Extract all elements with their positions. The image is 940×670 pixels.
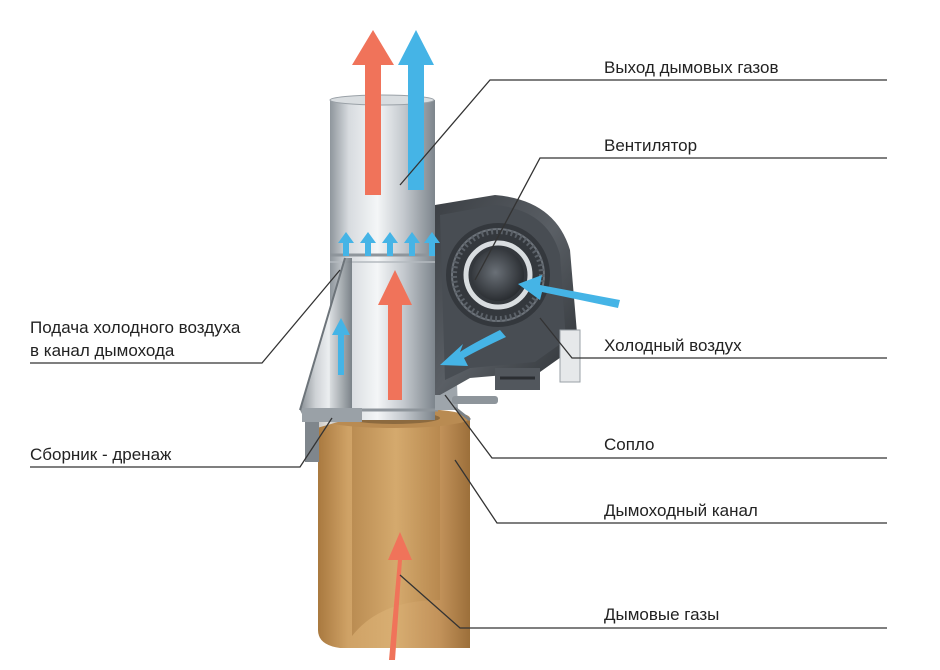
label-cold-air: Холодный воздух [604, 336, 742, 355]
leader-chimney-channel [454, 459, 887, 524]
label-flue-gases: Дымовые газы [604, 605, 720, 624]
label-cold-air-supply-line2: в канал дымохода [30, 341, 175, 360]
cold-air-arrow-inlet [518, 275, 620, 308]
leader-fan [474, 157, 887, 281]
flue-gas-arrow-bottom [388, 532, 412, 660]
label-chimney-channel: Дымоходный канал [604, 501, 758, 520]
label-fan: Вентилятор [604, 136, 698, 155]
cold-air-arrow-fan-out [440, 330, 506, 366]
fan-impeller [446, 223, 550, 327]
flue-gas-arrow-top [352, 30, 394, 195]
leader-drain-collector [30, 417, 333, 468]
cold-air-arrow-ring-3 [382, 232, 398, 256]
leader-lines [30, 79, 887, 629]
cold-air-arrow-ring-2 [360, 232, 376, 256]
leader-nozzle [444, 394, 887, 459]
label-nozzle: Сопло [604, 435, 655, 454]
hot-gas-arrows [352, 30, 412, 660]
label-cold-air-supply-line1: Подача холодного воздуха [30, 318, 241, 337]
cold-air-arrow-ring-4 [404, 232, 420, 256]
drain-collector [299, 257, 362, 462]
flue-gas-arrow-middle [378, 270, 412, 400]
leader-cold-air-supply [30, 269, 341, 364]
cold-air-arrow-left-gap [332, 318, 350, 375]
cold-air-arrow-ring-5 [424, 232, 440, 256]
cold-air-arrow-top [398, 30, 434, 190]
cold-air-arrows [332, 30, 620, 375]
label-flue-outlet: Выход дымовых газов [604, 58, 779, 77]
label-drain-collector: Сборник - дренаж [30, 445, 172, 464]
cold-air-arrow-ring-1 [338, 232, 354, 256]
leader-flue-gases [399, 574, 887, 629]
leader-cold-air [539, 317, 887, 359]
leader-flue-outlet [399, 79, 887, 186]
